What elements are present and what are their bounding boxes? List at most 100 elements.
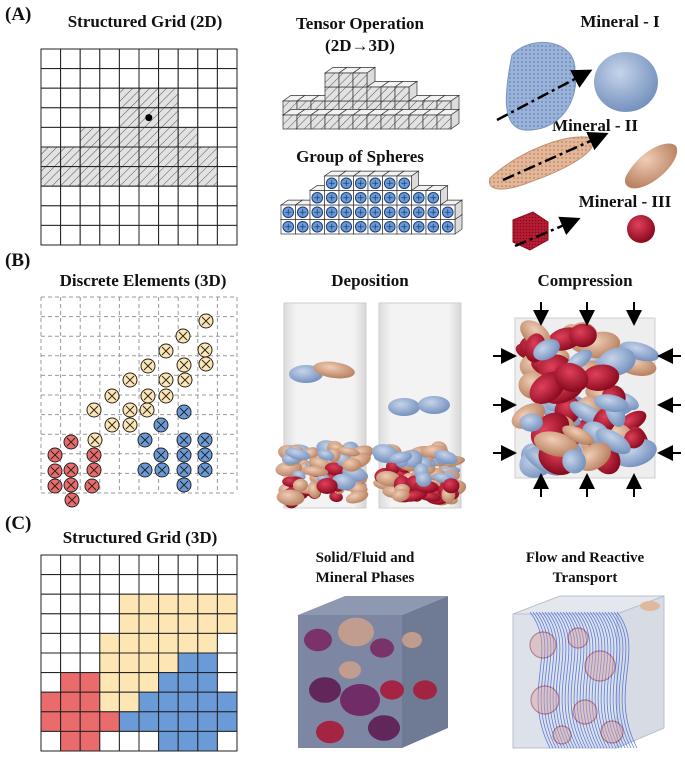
grid-cell bbox=[217, 653, 237, 673]
grid-cell bbox=[119, 633, 139, 653]
grid-cell bbox=[61, 653, 81, 673]
grid-cell bbox=[61, 633, 81, 653]
mineral-1-rendered-particle bbox=[594, 52, 658, 112]
grid-cell bbox=[100, 653, 120, 673]
mineral-phase-blob bbox=[316, 721, 344, 743]
grid-cell bbox=[217, 614, 237, 634]
grid-cell bbox=[100, 88, 120, 108]
grid-cell bbox=[61, 673, 81, 693]
grid-cell bbox=[159, 127, 179, 147]
grid-cell bbox=[139, 692, 159, 712]
grid-cell bbox=[159, 206, 179, 226]
mineral-phase-blob bbox=[413, 680, 437, 699]
grid-cell bbox=[198, 692, 218, 712]
grid-cell bbox=[41, 49, 61, 69]
reactive-particle bbox=[573, 700, 597, 724]
deposition-graphic bbox=[275, 303, 468, 510]
grid-cell bbox=[41, 653, 61, 673]
grid-cell bbox=[139, 167, 159, 187]
grid-cell bbox=[80, 88, 100, 108]
mineral-3-rendered-particle bbox=[627, 215, 655, 243]
grid-cell bbox=[80, 594, 100, 614]
discrete-elements-grid bbox=[41, 297, 237, 507]
grid-cell bbox=[61, 108, 81, 128]
grid-cell bbox=[178, 88, 198, 108]
grid-cell bbox=[41, 594, 61, 614]
grid-cell bbox=[178, 653, 198, 673]
grid-cell bbox=[139, 614, 159, 634]
compression-graphic bbox=[493, 302, 681, 497]
grid-cell bbox=[198, 673, 218, 693]
grid-cell bbox=[100, 108, 120, 128]
grid-cell bbox=[100, 167, 120, 187]
grid-cell bbox=[41, 731, 61, 751]
grid-cell bbox=[198, 167, 218, 187]
grid-cell bbox=[119, 731, 139, 751]
grid-cell bbox=[139, 673, 159, 693]
grid-cell bbox=[61, 49, 81, 69]
grid-cell bbox=[119, 49, 139, 69]
mineral-2-graphic bbox=[489, 135, 677, 189]
cube-front bbox=[353, 115, 367, 129]
grid-cell bbox=[159, 731, 179, 751]
grid-cell bbox=[178, 712, 198, 732]
grid-cell bbox=[198, 206, 218, 226]
grid-cell bbox=[217, 127, 237, 147]
grid-cell bbox=[178, 69, 198, 89]
grid-cell bbox=[217, 555, 237, 575]
mineral-phase-blob bbox=[380, 680, 404, 699]
grid-cell bbox=[178, 731, 198, 751]
cube-front bbox=[395, 87, 409, 101]
grid-cell bbox=[198, 69, 218, 89]
grid-cell bbox=[80, 575, 100, 595]
cube-front bbox=[325, 115, 339, 129]
grid-cell bbox=[80, 186, 100, 206]
grid-cell bbox=[41, 633, 61, 653]
grid-cell bbox=[139, 49, 159, 69]
grid-cell bbox=[198, 225, 218, 245]
grid-cell bbox=[178, 108, 198, 128]
grid-cell bbox=[61, 575, 81, 595]
grid-cell bbox=[198, 594, 218, 614]
grid-cell bbox=[198, 614, 218, 634]
mineral-2-rendered-particle bbox=[625, 144, 677, 189]
grid-cell bbox=[80, 555, 100, 575]
mineral-3-graphic bbox=[513, 212, 655, 250]
grid-cell bbox=[100, 225, 120, 245]
grid-cell bbox=[178, 692, 198, 712]
grid-cell bbox=[119, 594, 139, 614]
grid-cell bbox=[178, 673, 198, 693]
cube-front bbox=[367, 87, 381, 101]
grid-cell bbox=[198, 653, 218, 673]
grid-cell bbox=[80, 673, 100, 693]
grid-cell bbox=[159, 225, 179, 245]
grid-cell bbox=[217, 108, 237, 128]
grid-cell bbox=[139, 594, 159, 614]
grid-cell bbox=[119, 614, 139, 634]
grid-cell bbox=[100, 673, 120, 693]
grid-cell bbox=[159, 594, 179, 614]
grid-cell bbox=[100, 614, 120, 634]
grid-cell bbox=[80, 206, 100, 226]
grid-cell bbox=[217, 575, 237, 595]
center-cell-dot bbox=[145, 114, 152, 121]
grid-cell bbox=[159, 88, 179, 108]
cube-front bbox=[311, 115, 325, 129]
grid-cell bbox=[159, 673, 179, 693]
grid-cell bbox=[100, 594, 120, 614]
grid-cell bbox=[80, 69, 100, 89]
cube-front bbox=[381, 87, 395, 101]
grid-cell bbox=[100, 633, 120, 653]
grid-cell bbox=[139, 206, 159, 226]
grid-cell bbox=[41, 127, 61, 147]
grid-cell bbox=[217, 731, 237, 751]
grid-cell bbox=[100, 186, 120, 206]
reactive-particle bbox=[530, 632, 556, 658]
reactive-particle bbox=[585, 651, 615, 681]
grid-cell bbox=[80, 147, 100, 167]
grid-cell bbox=[178, 633, 198, 653]
grid-cell bbox=[139, 633, 159, 653]
grid-cell bbox=[119, 673, 139, 693]
grid-cell bbox=[217, 633, 237, 653]
grid-cell bbox=[119, 108, 139, 128]
